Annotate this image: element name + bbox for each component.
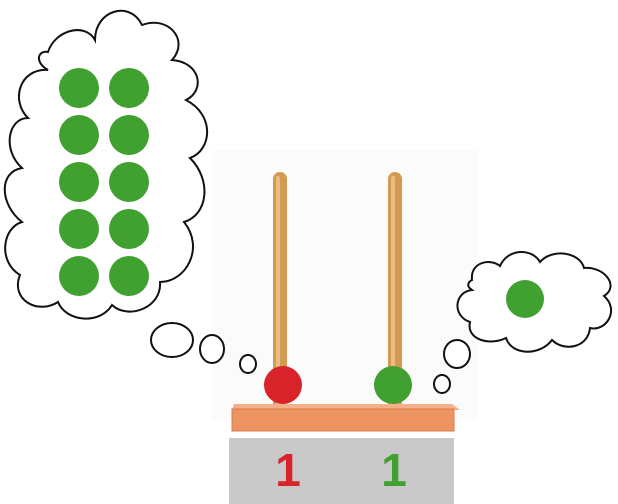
ones-bubble-tail-small: [433, 374, 451, 394]
tens-bubble-dot: [59, 68, 99, 108]
ones-digit: 1: [381, 444, 407, 496]
ones-rod-highlight: [391, 176, 395, 408]
tens-bubble-dot: [59, 162, 99, 202]
base-front: [231, 408, 455, 432]
tens-bubble-dot: [109, 68, 149, 108]
tens-bubble-dot: [59, 209, 99, 249]
tens-bubble-dot: [109, 162, 149, 202]
ones-bubble-tail-large: [443, 339, 471, 369]
tens-bubble-dots: [59, 68, 149, 296]
tens-rod-highlight: [276, 176, 280, 408]
tens-bubble-cloud: [3, 9, 209, 320]
tens-bubble-dot: [59, 256, 99, 296]
tens-thought-bubble: [3, 9, 257, 374]
tens-bubble-dot: [109, 209, 149, 249]
tens-bubble-tail-medium: [199, 334, 225, 364]
ones-bubble-dot: [506, 280, 544, 318]
tens-digit: 1: [275, 444, 301, 496]
abacus-base: [231, 404, 460, 432]
place-value-label-panel: [229, 438, 454, 504]
ones-bead: [374, 366, 412, 404]
tens-bubble-dot: [109, 256, 149, 296]
abacus-backdrop: [212, 150, 478, 420]
tens-bubble-tail-large: [150, 322, 194, 358]
tens-bubble-tail-small: [239, 354, 257, 374]
tens-bead: [264, 366, 302, 404]
ones-bubble-dots: [506, 280, 544, 318]
tens-bubble-dot: [109, 115, 149, 155]
tens-bubble-dot: [59, 115, 99, 155]
abacus-rods: [273, 172, 402, 412]
